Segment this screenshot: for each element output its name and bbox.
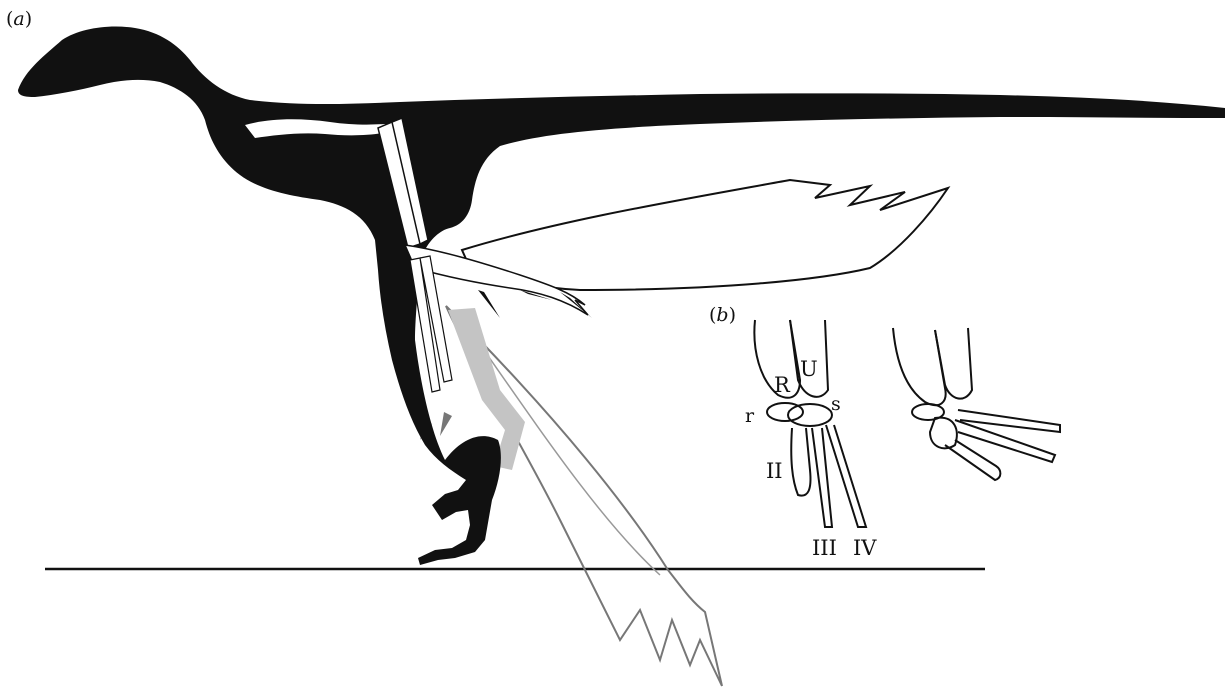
label-digit-iii: III [812, 536, 837, 560]
label-radiale: r [745, 405, 755, 427]
label-digit-ii: II [766, 459, 783, 483]
label-ulna: U [800, 357, 818, 381]
ulna-bone-2 [935, 328, 972, 399]
label-semilunate: s [831, 393, 841, 415]
digit-ii-bone [791, 428, 810, 496]
raised-wing-outline [462, 180, 948, 290]
panel-label-a: (a) [6, 8, 32, 30]
digit-iv-bone-2 [958, 410, 1060, 432]
label-digit-iv: IV [853, 536, 877, 560]
carpal-block-2 [930, 418, 957, 449]
digit-iii-bone [812, 428, 832, 527]
panel-label-b: (b) [709, 304, 736, 326]
digit-iv-bone [826, 425, 866, 527]
raised-hand-claws [478, 290, 592, 318]
label-radius: R [774, 373, 791, 397]
semilunate-bone [788, 404, 832, 426]
wrist-diagram-folded [754, 320, 866, 527]
wrist-diagram-extended [893, 328, 1060, 480]
body-silhouette [18, 27, 1225, 566]
